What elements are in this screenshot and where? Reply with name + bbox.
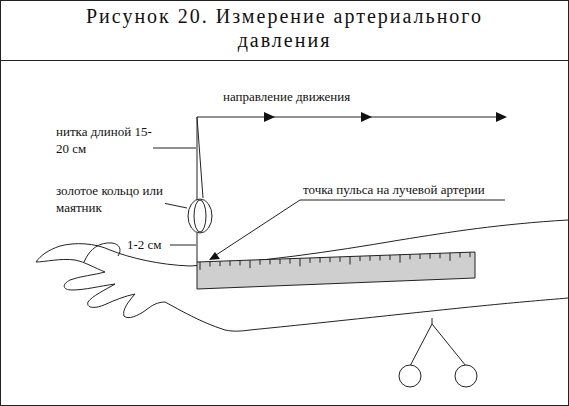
leader-line xyxy=(213,200,300,257)
arm-outline xyxy=(250,298,568,330)
callout-label: золотое кольцо или маятник xyxy=(55,182,165,216)
leader-line xyxy=(152,148,196,149)
callout-label: точка пульса на лучевой артерии xyxy=(302,181,486,198)
ruler-tick xyxy=(340,257,341,262)
leader-line xyxy=(300,200,505,201)
arrowhead xyxy=(264,112,275,122)
ruler-tick xyxy=(450,253,451,261)
hand-outline xyxy=(84,243,120,262)
ruler-tick xyxy=(330,257,331,262)
title-box: Рисунок 20. Измерение артериального давл… xyxy=(0,4,569,52)
ruler-tick xyxy=(380,255,381,260)
arrowheads xyxy=(209,112,507,260)
ruler-tick xyxy=(230,261,231,266)
pendulum-weight xyxy=(399,365,421,387)
ruler-tick xyxy=(370,256,371,261)
ruler-tick xyxy=(290,259,291,264)
ruler-tick xyxy=(420,254,421,259)
leader-line xyxy=(163,203,187,208)
ring xyxy=(194,200,206,232)
ruler-tick xyxy=(270,259,271,264)
ruler-tick xyxy=(260,260,261,265)
callout-label: нитка длиной 15-20 см xyxy=(55,123,153,157)
ruler-tick xyxy=(220,261,221,266)
pendulum-weight xyxy=(455,365,477,387)
hand-outline xyxy=(64,272,115,290)
leader-line xyxy=(170,245,196,246)
hand-outline xyxy=(124,294,165,318)
arrowhead xyxy=(361,112,372,122)
ruler-tick xyxy=(390,255,391,260)
ruler-tick xyxy=(470,252,471,257)
ruler-ticks xyxy=(200,252,470,270)
title-rule xyxy=(0,60,569,61)
pendulum-thread xyxy=(432,324,466,366)
callout-label: 1-2 см xyxy=(126,236,163,253)
ruler-tick xyxy=(430,254,431,259)
callout-label: направление движения xyxy=(222,88,351,105)
ruler-tick xyxy=(360,256,361,261)
ruler-tick xyxy=(200,262,201,270)
thread xyxy=(197,117,198,200)
direction-line xyxy=(197,117,505,118)
ruler-tick xyxy=(280,259,281,264)
ring xyxy=(188,199,212,233)
ruler-tick xyxy=(250,260,251,268)
pendulum-thread xyxy=(432,318,433,324)
hand-outline xyxy=(36,244,190,272)
ruler-tick xyxy=(440,253,441,258)
ruler-tick xyxy=(460,253,461,258)
arrowhead xyxy=(209,252,220,260)
ruler-tick xyxy=(320,258,321,263)
distance-line xyxy=(197,233,198,262)
ruler-tick xyxy=(350,256,351,264)
ruler xyxy=(197,252,475,289)
ruler-tick xyxy=(240,260,241,265)
ruler-tick xyxy=(400,255,401,263)
ruler-tick xyxy=(300,258,301,266)
ruler-tick xyxy=(410,254,411,259)
arrowhead xyxy=(496,112,507,122)
ruler-tick xyxy=(310,258,311,263)
figure-title: Рисунок 20. Измерение артериального давл… xyxy=(45,4,525,52)
hand-outline xyxy=(165,302,250,331)
thread xyxy=(197,117,203,198)
ruler-tick xyxy=(210,262,211,267)
pendulum-thread xyxy=(410,324,432,366)
